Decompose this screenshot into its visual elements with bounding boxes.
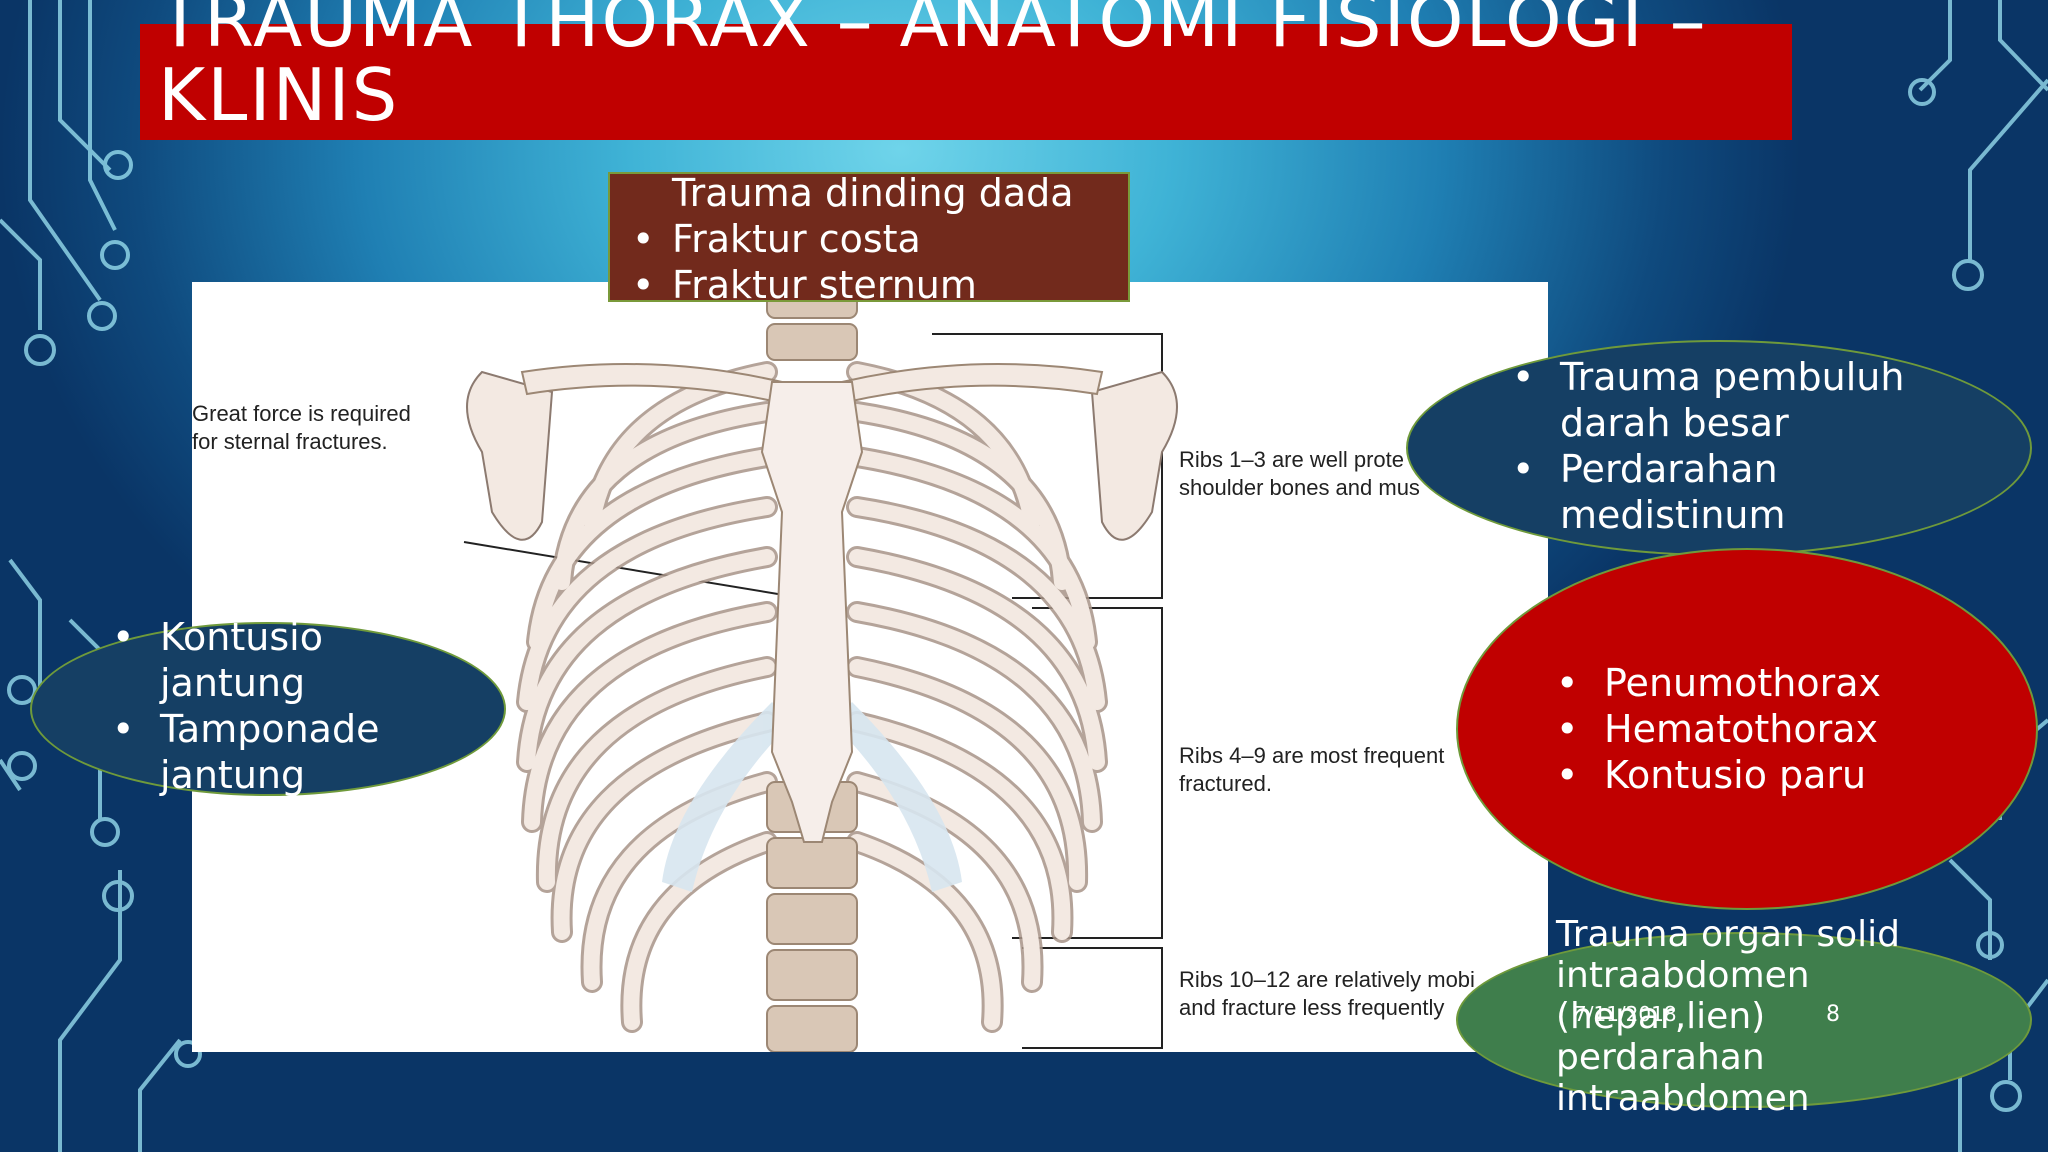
abdominal-trauma-text: Trauma organ solid intraabdomen (hepar,l… (1556, 914, 1900, 1119)
heart-list: Kontusio jantung Tamponade jantung (112, 614, 379, 798)
slide-page-number: 8 (1826, 1002, 1840, 1027)
abdomen-line-1: Trauma organ solid (1556, 914, 1900, 955)
ribs-lower-line-2: and fracture less frequently (1179, 995, 1445, 1020)
list-item: Fraktur sternum (632, 262, 977, 308)
sternal-note-line-1: Great force is required (192, 401, 411, 426)
chest-wall-list: Fraktur costa Fraktur sternum (632, 216, 977, 308)
abdomen-line-4: perdarahan (1556, 1037, 1765, 1078)
abdomen-line-3: (hepar,lien) (1556, 996, 1766, 1037)
list-item: Tamponade jantung (112, 706, 379, 798)
ribs-lower-note: Ribs 10–12 are relatively mobi and fract… (1179, 966, 1475, 1022)
ribs-upper-note: Ribs 1–3 are well prote shoulder bones a… (1179, 446, 1420, 502)
list-item: Penumothorax (1556, 660, 1976, 706)
abdominal-trauma-ellipse (1456, 932, 2032, 1108)
ribs-upper-line-1: Ribs 1–3 are well prote (1179, 447, 1405, 472)
rib-cage-illustration (463, 281, 1178, 1053)
ribs-middle-line-2: fractured. (1179, 771, 1272, 796)
great-vessel-trauma-ellipse: Trauma pembuluh darah besar Perdarahan m… (1406, 340, 2032, 556)
lung-list: Penumothorax Hematothorax Kontusio paru (1556, 660, 1976, 798)
list-item: Kontusio jantung (112, 614, 372, 706)
sternal-note: Great force is required for sternal frac… (192, 400, 411, 456)
ribs-middle-line-1: Ribs 4–9 are most frequent (1179, 743, 1445, 768)
ribs-upper-line-2: shoulder bones and mus (1179, 475, 1420, 500)
ribs-lower-line-1: Ribs 10–12 are relatively mobi (1179, 967, 1475, 992)
sternal-note-line-2: for sternal fractures. (192, 429, 388, 454)
abdomen-line-5: intraabdomen (1556, 1078, 1810, 1119)
chest-wall-heading: Trauma dinding dada (672, 171, 1074, 215)
vessel-list: Trauma pembuluh darah besar Perdarahan m… (1512, 354, 1952, 538)
abdomen-line-2: intraabdomen (1556, 955, 1810, 996)
chest-wall-trauma-box: Trauma dinding dada Fraktur costa Fraktu… (608, 171, 1130, 308)
list-item: Kontusio paru (1556, 752, 1976, 798)
heart-trauma-ellipse: Kontusio jantung Tamponade jantung (30, 614, 506, 797)
slide-title: Trauma Thorax – Anatomi Fisiologi – Klin… (158, 0, 1708, 137)
rib-cage-figure: Great force is required for sternal frac… (192, 281, 1548, 1053)
list-item: Trauma pembuluh darah besar (1512, 354, 1952, 446)
lung-trauma-ellipse: Penumothorax Hematothorax Kontusio paru (1456, 548, 2038, 910)
title-bar (140, 24, 1792, 140)
slide-date: 7/11/2018 (1574, 1002, 1677, 1026)
list-item: Perdarahan medistinum (1512, 446, 1952, 538)
list-item: Fraktur costa (632, 216, 977, 262)
ribs-middle-note: Ribs 4–9 are most frequent fractured. (1179, 742, 1444, 798)
list-item: Hematothorax (1556, 706, 1976, 752)
